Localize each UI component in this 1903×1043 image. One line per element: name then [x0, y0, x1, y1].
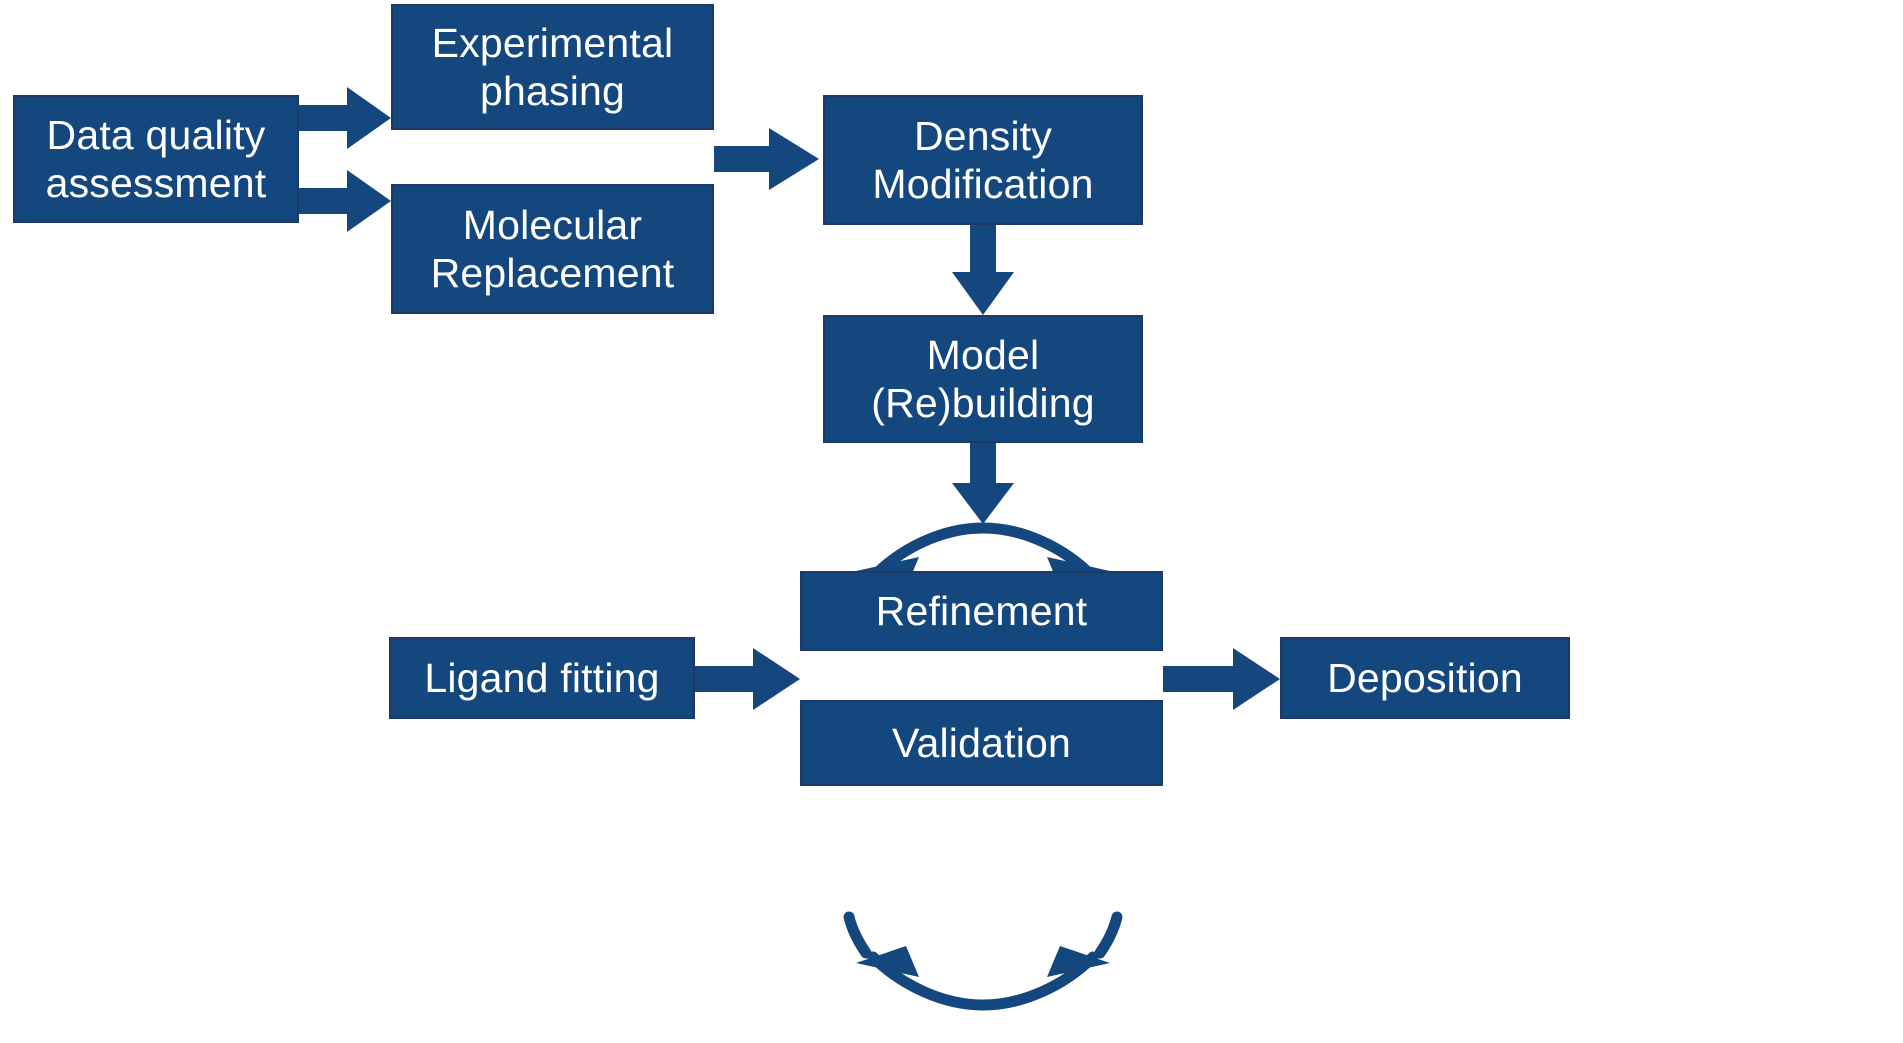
- node-label: Ligand fitting: [424, 654, 660, 701]
- node-refinement[interactable]: Refinement: [800, 571, 1163, 651]
- node-model-rebuilding[interactable]: Model (Re)building: [823, 315, 1143, 443]
- node-label: Refinement: [875, 587, 1088, 634]
- node-ligand-fitting[interactable]: Ligand fitting: [389, 637, 695, 719]
- node-label: Validation: [891, 719, 1072, 766]
- node-label: Data quality assessment: [45, 111, 267, 206]
- node-label: Density Modification: [872, 112, 1094, 207]
- node-experimental-phasing[interactable]: Experimental phasing: [391, 4, 714, 130]
- node-label: Model (Re)building: [871, 331, 1095, 426]
- cycle-arc-bottom: [843, 911, 1123, 1011]
- arrow-density-modification-to-model-rebuilding: [952, 225, 1014, 315]
- arrow-data-quality-to-experimental-phasing: [299, 87, 391, 149]
- node-validation[interactable]: Validation: [800, 700, 1163, 786]
- arrow-data-quality-to-molecular-replacement: [299, 170, 391, 232]
- arrow-model-rebuilding-to-cycle: [952, 443, 1014, 524]
- arrow-ligand-fitting-to-cycle: [695, 648, 800, 710]
- node-density-modification[interactable]: Density Modification: [823, 95, 1143, 225]
- node-deposition[interactable]: Deposition: [1280, 637, 1570, 719]
- node-molecular-replacement[interactable]: Molecular Replacement: [391, 184, 714, 314]
- node-label: Deposition: [1327, 654, 1523, 701]
- node-label: Experimental phasing: [431, 19, 674, 114]
- node-data-quality-assessment[interactable]: Data quality assessment: [13, 95, 299, 223]
- arrow-phasing-to-density-modification: [714, 128, 819, 190]
- node-label: Molecular Replacement: [430, 201, 675, 296]
- arrow-cycle-to-deposition: [1163, 648, 1280, 710]
